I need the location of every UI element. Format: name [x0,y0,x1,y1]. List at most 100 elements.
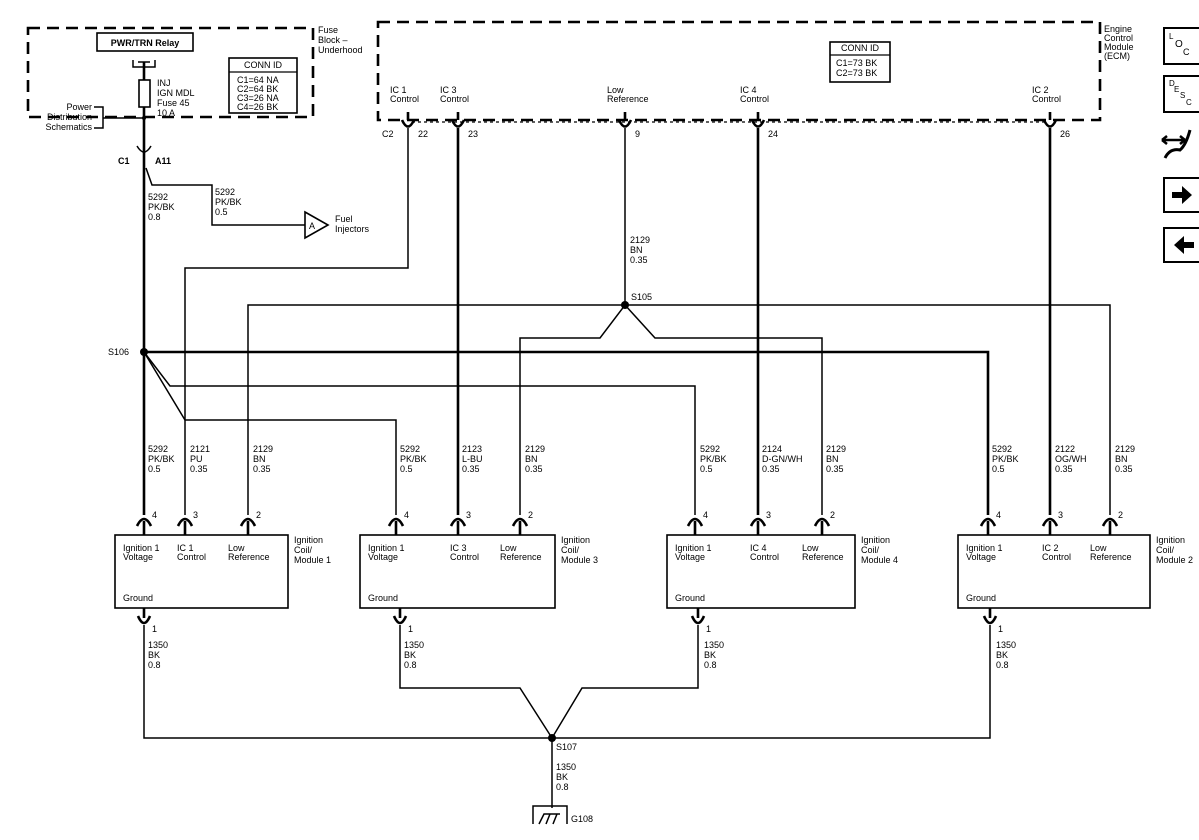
ecm-pin-label: IC 2 [1032,85,1049,95]
wire-circuit: 1350 [704,640,724,650]
splice-s105-label: S105 [631,292,652,302]
previous-arrow-icon[interactable] [1174,236,1194,254]
wire-circuit: 2122 [1055,444,1075,454]
male-connector-icon [686,517,704,535]
location-button[interactable]: L O C [1163,27,1199,65]
wire-size: 0.8 [148,212,161,222]
location-icon[interactable] [1163,27,1199,65]
wire-low-ref-m3-m4 [519,303,823,515]
wire-color: BK [148,650,160,660]
ground-connector-icon [136,608,152,625]
wire-circuit: 5292 [148,192,168,202]
wire-size: 0.35 [525,464,543,474]
module-pin-number: 3 [1058,510,1063,520]
wire-circuit: 5292 [400,444,420,454]
module-box [957,534,1151,609]
ground-g108: G108 [532,805,593,825]
splice-s105 [621,301,629,309]
wire-color: BN [630,245,643,255]
wire-circuit: 2129 [1115,444,1135,454]
wire-color: OG/WH [1055,454,1087,464]
male-connector-icon [979,517,997,535]
module-pin-label: Low [802,543,819,553]
off-page-connector-icon[interactable] [304,210,330,240]
module-ground-pin: 1 [706,624,711,634]
description-icon[interactable] [1163,75,1199,113]
module-pin-number: 2 [1118,510,1123,520]
wire-labels: 5292PK/BK0.85292PK/BK0.52129BN0.355292PK… [148,187,1135,792]
module-ground-pin: 1 [408,624,413,634]
module-name: Module 4 [861,555,898,565]
module-name: Ignition [294,535,323,545]
wire-color: PK/BK [992,454,1019,464]
wire-ign-m4 [143,351,696,515]
module-pin-label: Voltage [368,552,398,562]
wire-circuit: 2129 [525,444,545,454]
module-pin-number: 4 [152,510,157,520]
female-connector-icon [400,112,416,128]
ground-connector-icon [392,608,408,625]
female-connector-icon [617,112,633,128]
wire-color: BN [1115,454,1128,464]
wire-circuit: 1350 [148,640,168,650]
svg-text:CONN ID: CONN ID [841,43,880,53]
module-name: Ignition [1156,535,1185,545]
wire-size: 0.8 [556,782,569,792]
wire-color: BN [826,454,839,464]
ecm-pin-label: IC 3 [440,85,457,95]
ground-connector-icon [690,608,706,625]
previous-button[interactable] [1163,227,1199,263]
wire-ign-m2 [144,350,990,515]
module-pin-label: Control [750,552,779,562]
svg-text:D: D [1169,79,1175,88]
wire-size: 0.35 [826,464,844,474]
svg-text:O: O [1175,39,1183,50]
ecm-pin-label: IC 1 [390,85,407,95]
female-connector-icon [750,112,766,128]
ecm-pin-label: Control [440,94,469,104]
module-pin-label: Low [1090,543,1107,553]
conn-id-title: CONN ID [244,60,283,70]
ecm-pin-number: 26 [1060,129,1070,139]
module-pin-label: Control [450,552,479,562]
wire-size: 0.35 [190,464,208,474]
module-ground-label: Ground [966,593,996,603]
repair-wrench-icon[interactable] [1161,135,1186,145]
wire-color: BK [996,650,1008,660]
toolbar: L O C D E S C [1161,27,1199,263]
wire-size: 0.8 [404,660,417,670]
module-pin-number: 4 [404,510,409,520]
module-name: Coil/ [861,545,880,555]
female-connector-icon [1042,112,1058,128]
male-connector-icon [813,517,831,535]
svg-text:L: L [1169,32,1174,41]
ground-label: G108 [571,814,593,824]
wire-color: PK/BK [148,454,175,464]
wire-circuit: 2129 [253,444,273,454]
description-button[interactable]: D E S C [1163,75,1199,113]
next-button[interactable] [1163,177,1199,213]
module-pin-label: Reference [1090,552,1132,562]
next-arrow-icon[interactable] [1172,186,1192,204]
module-ground-pin: 1 [998,624,1003,634]
repair-button[interactable] [1161,129,1192,159]
relay-label: PWR/TRN Relay [111,38,180,48]
wire-ic1-control [184,128,409,515]
ecm-pin-number: 22 [418,129,428,139]
male-connector-icon [239,517,257,535]
